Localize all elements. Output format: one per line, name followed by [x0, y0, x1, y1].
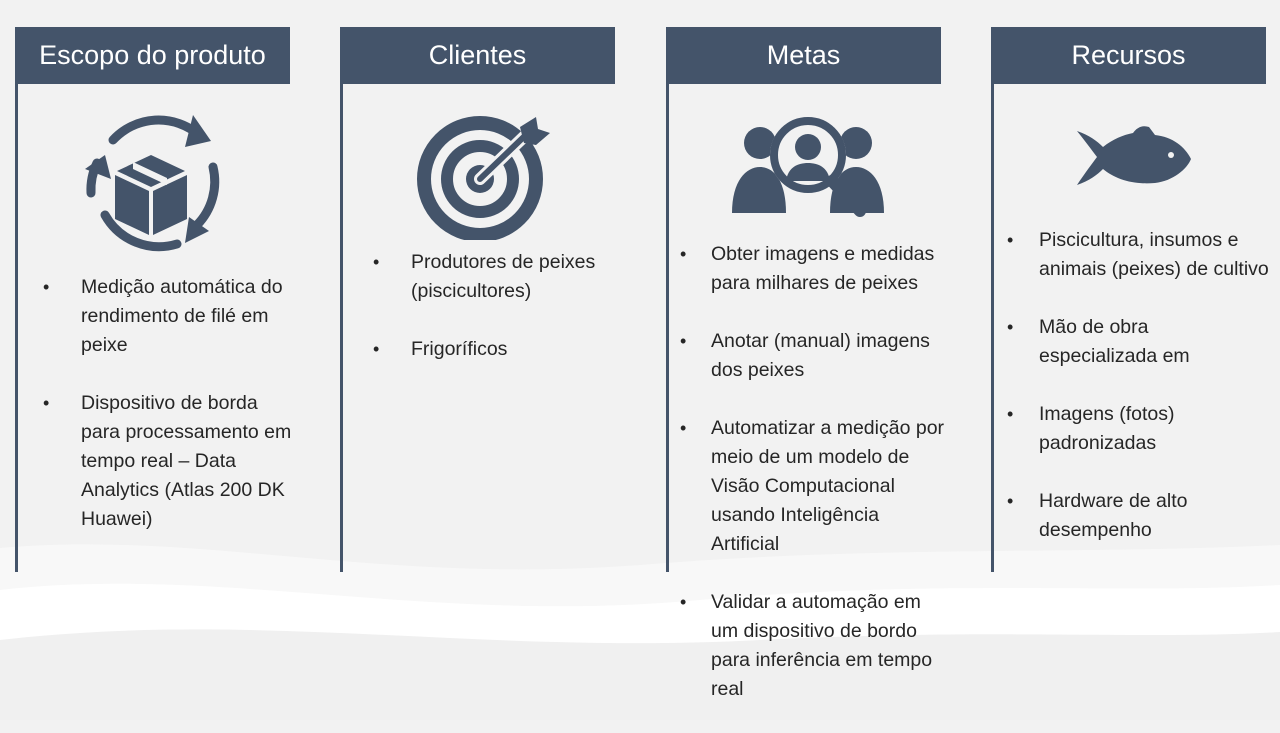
target-icon — [417, 116, 550, 240]
bullet-list: Obter imagens e medidas para milhares de… — [666, 240, 951, 733]
column-title: Escopo do produto — [15, 27, 290, 84]
column-rule — [666, 27, 669, 572]
list-item: Mão de obra especializada em — [991, 313, 1271, 371]
column-title: Metas — [666, 27, 941, 84]
bullet-list: Medição automática do rendimento de filé… — [15, 273, 301, 563]
list-item: Automatizar a medição por meio de um mod… — [666, 414, 951, 559]
fish-icon — [1077, 126, 1191, 185]
column-title: Recursos — [991, 27, 1266, 84]
bullet-list: Produtores de peixes (piscicultores) Fri… — [340, 248, 616, 393]
list-item: Produtores de peixes (piscicultores) — [340, 248, 616, 306]
column-rule — [991, 27, 994, 572]
column-recursos: Recursos Piscicultura, insumos e animais… — [991, 27, 1269, 572]
list-item: Validar a automação em um dispositivo de… — [666, 588, 951, 704]
list-item: Imagens (fotos) padronizadas — [991, 400, 1271, 458]
box-cycle-icon — [85, 115, 220, 252]
list-item: Medição automática do rendimento de filé… — [15, 273, 301, 360]
column-metas: Metas Obter imagens e medidas para milha… — [666, 27, 944, 700]
column-title: Clientes — [340, 27, 615, 84]
bullet-list: Piscicultura, insumos e animais (peixes)… — [991, 226, 1271, 574]
list-item: Dispositivo de borda para processamento … — [15, 389, 301, 534]
user-search-icon — [732, 117, 884, 217]
list-item: Anotar (manual) imagens dos peixes — [666, 327, 951, 385]
column-clientes: Clientes Produtores de peixes (piscicult… — [340, 27, 615, 572]
column-escopo: Escopo do produto Medição automática do … — [15, 27, 291, 572]
list-item: Piscicultura, insumos e animais (peixes)… — [991, 226, 1271, 284]
list-item: Obter imagens e medidas para milhares de… — [666, 240, 951, 298]
list-item: Hardware de alto desempenho — [991, 487, 1271, 545]
list-item: Frigoríficos — [340, 335, 616, 364]
